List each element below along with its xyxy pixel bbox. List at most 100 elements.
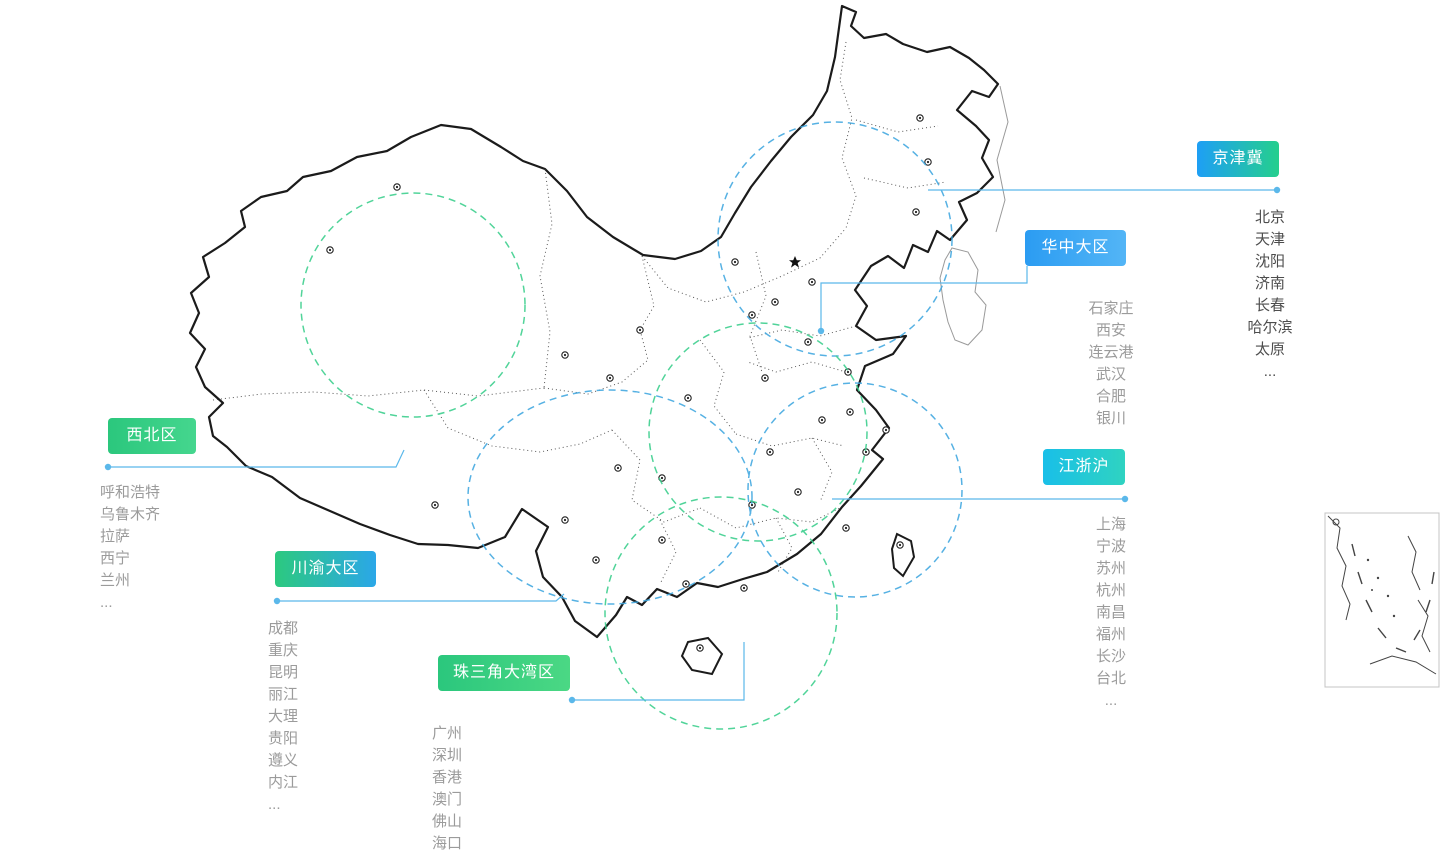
- city-item: 福州: [1095, 626, 1126, 643]
- region-circle-zhusanjiao: [604, 496, 838, 730]
- city-item: 遵义: [268, 752, 299, 769]
- region-circle-chuanyu: [467, 389, 753, 605]
- city-item: 天津: [1254, 231, 1285, 248]
- province-borders: [212, 41, 947, 585]
- neighbor-coastlines: [939, 85, 1009, 346]
- city-item: 西宁: [100, 550, 131, 567]
- city-list-jiangzhehu: 上海 宁波 苏州 杭州 南昌 福州 长沙 台北 ...: [1061, 514, 1161, 712]
- city-item: 太原: [1254, 341, 1285, 358]
- city-item-ellipsis: ...: [432, 857, 445, 868]
- city-marker-haikou: [696, 644, 704, 652]
- city-marker-chengdu: [614, 464, 622, 472]
- city-marker-shenyang: [912, 208, 920, 216]
- city-marker-lijiang: [561, 516, 569, 524]
- city-item: 拉萨: [100, 528, 131, 545]
- region-label-jingjinji[interactable]: 京津冀: [1197, 141, 1279, 177]
- leader-line-xibei: [108, 449, 405, 468]
- inset-border: [1324, 512, 1440, 688]
- region-label-jiangzhehu[interactable]: 江浙沪: [1043, 449, 1125, 485]
- leader-lines: [108, 189, 1277, 701]
- inset-philippines-coast: [1407, 535, 1421, 591]
- beijing-star-icon: [789, 256, 801, 268]
- city-item: 海口: [432, 835, 463, 852]
- region-label-xibei[interactable]: 西北区: [108, 418, 196, 454]
- city-marker-guangzhou: [740, 584, 748, 592]
- leader-dot: [1273, 186, 1281, 194]
- region-circle-huazhong: [648, 322, 868, 542]
- city-item: 银川: [1095, 410, 1126, 427]
- city-item: 武汉: [1095, 366, 1126, 383]
- city-item: 广州: [432, 725, 463, 742]
- city-item: 合肥: [1095, 388, 1126, 405]
- china-outline: [188, 4, 1000, 639]
- leader-dot: [1121, 495, 1129, 503]
- inset-islands: [1366, 558, 1396, 618]
- inset-borneo-coast: [1369, 655, 1437, 675]
- city-item-ellipsis: ...: [1104, 692, 1118, 709]
- city-marker-shanghai: [882, 426, 890, 434]
- city-marker: [326, 246, 334, 254]
- city-item: 长春: [1254, 297, 1285, 314]
- city-item: 大理: [268, 708, 299, 725]
- city-item: 南昌: [1095, 604, 1126, 621]
- city-marker-fuzhou: [842, 524, 850, 532]
- city-item: 重庆: [268, 642, 299, 659]
- city-item: 长沙: [1095, 648, 1126, 665]
- city-item-ellipsis: ...: [1263, 363, 1277, 380]
- city-marker-kunming: [592, 556, 600, 564]
- city-item: 北京: [1254, 209, 1285, 226]
- city-marker-xining: [561, 351, 569, 359]
- city-item: 澳门: [432, 791, 463, 808]
- city-marker-zhengzhou: [761, 374, 769, 382]
- city-item: 昆明: [268, 664, 299, 681]
- city-item: 上海: [1095, 516, 1126, 533]
- inset-vietnam-coast: [1327, 515, 1351, 621]
- region-circle-jiangzhehu: [747, 382, 963, 598]
- city-item: 成都: [268, 620, 299, 637]
- city-list-zhusanjiao: 广州 深圳 香港 澳门 佛山 海口 ...: [432, 723, 462, 868]
- city-marker-lanzhou: [606, 374, 614, 382]
- city-marker-hefei: [818, 416, 826, 424]
- region-label-zhusanjiao[interactable]: 珠三角大湾区: [438, 655, 570, 691]
- city-marker-jinan: [804, 338, 812, 346]
- city-marker-urumqi: [393, 183, 401, 191]
- leader-dot: [104, 463, 112, 471]
- region-circle-xibei: [300, 192, 526, 418]
- city-list-chuanyu: 成都 重庆 昆明 丽江 大理 贵阳 遵义 内江 ...: [268, 618, 298, 816]
- region-label-huazhong[interactable]: 华中大区: [1025, 230, 1126, 266]
- city-marker-wuhan: [766, 448, 774, 456]
- region-label-chuanyu[interactable]: 川渝大区: [275, 551, 376, 587]
- city-item: 杭州: [1095, 582, 1126, 599]
- city-item: 兰州: [100, 572, 131, 589]
- city-item: 宁波: [1095, 538, 1126, 555]
- city-marker-hohhot: [731, 258, 739, 266]
- city-marker-nanjing: [846, 408, 854, 416]
- leader-dot: [568, 696, 576, 704]
- city-item-ellipsis: ...: [100, 594, 113, 611]
- city-item: 佛山: [432, 813, 463, 830]
- city-marker-yinchuan: [636, 326, 644, 334]
- city-item: 内江: [268, 774, 299, 791]
- city-item: 沈阳: [1254, 253, 1285, 270]
- hainan-island: [680, 636, 724, 676]
- leader-dots: [104, 186, 1281, 704]
- south-china-sea-inset: [1324, 512, 1440, 688]
- city-item: 哈尔滨: [1247, 319, 1293, 336]
- city-item: 西安: [1095, 322, 1126, 339]
- city-marker-lhasa: [431, 501, 439, 509]
- city-marker-shijiazhuang: [771, 298, 779, 306]
- city-item: 济南: [1254, 275, 1285, 292]
- city-item: 香港: [432, 769, 463, 786]
- region-circle-jingjinji: [717, 121, 953, 357]
- city-item: 苏州: [1095, 560, 1126, 577]
- city-marker-nanchang: [794, 488, 802, 496]
- inset-dash-line: [1351, 543, 1435, 653]
- taiwan-island: [890, 532, 916, 578]
- city-marker-tianjin: [808, 278, 816, 286]
- inset-philippines-coast-2: [1417, 599, 1431, 653]
- city-list-jingjinji: 北京 天津 沈阳 济南 长春 哈尔滨 太原 ...: [1214, 207, 1326, 383]
- leader-dot: [817, 327, 825, 335]
- city-marker-harbin: [916, 114, 924, 122]
